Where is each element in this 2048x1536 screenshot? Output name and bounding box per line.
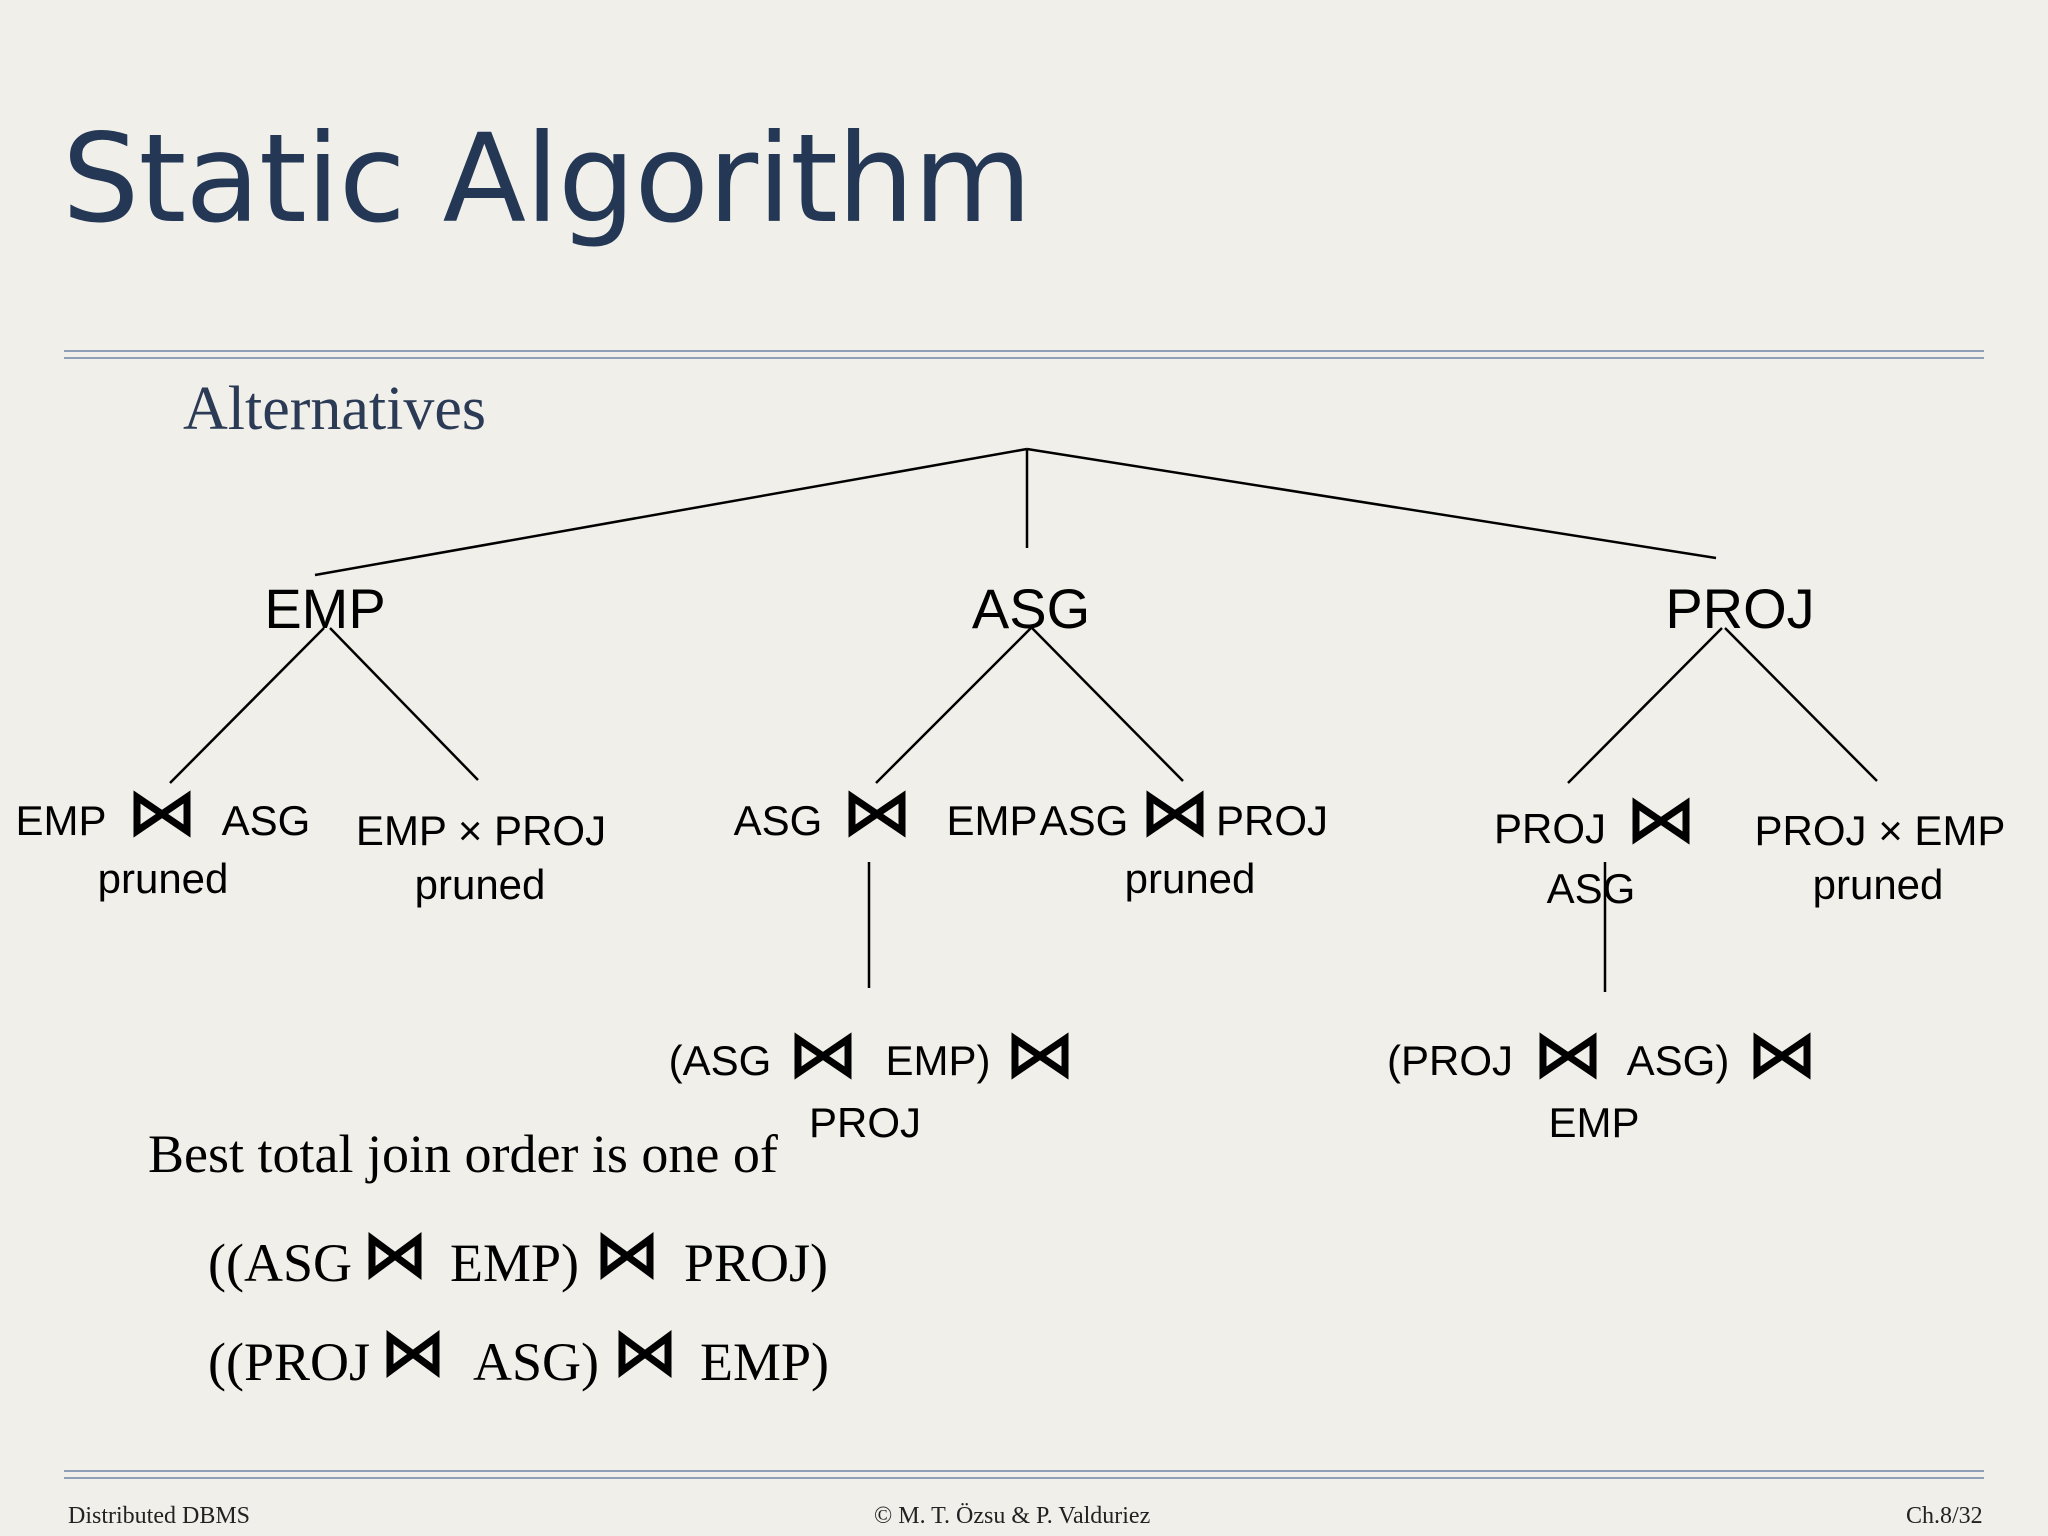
option2-part1: ((PROJ	[208, 1332, 371, 1392]
bowtie-icon	[1146, 790, 1204, 838]
title-divider	[64, 350, 1984, 352]
conclusion-intro: Best total join order is one of	[148, 1124, 778, 1184]
node-asg-proj-left: ASG	[1039, 797, 1129, 844]
footer-divider-second	[64, 1477, 1984, 1479]
node-asg-emp-proj-part1: (ASG	[668, 1037, 772, 1084]
pruned-note: pruned	[97, 855, 229, 902]
node-asg-proj-right: PROJ	[1215, 797, 1329, 844]
node-asg-emp-right: EMP	[946, 797, 1038, 844]
bowtie-icon	[618, 1330, 672, 1378]
title-divider-second	[64, 357, 1984, 359]
node-asg-emp-left: ASG	[733, 797, 823, 844]
edge-proj-right	[1724, 627, 1878, 782]
pruned-note: pruned	[414, 861, 546, 908]
footer-course: Distributed DBMS	[68, 1503, 251, 1529]
node-proj-asg-emp-part3: EMP	[1548, 1099, 1640, 1146]
bowtie-icon	[386, 1330, 440, 1378]
node-proj-asg-right: ASG	[1546, 865, 1636, 912]
option1-part2: EMP)	[450, 1233, 580, 1293]
node-proj-asg-left: PROJ	[1493, 805, 1607, 852]
footer-copyright: © M. T. Özsu & P. Valduriez	[874, 1503, 1151, 1529]
edge-emp-right	[329, 627, 479, 781]
bowtie-icon	[794, 1032, 852, 1080]
edge-root-emp	[314, 447, 1028, 577]
node-asg: ASG	[971, 577, 1091, 640]
node-proj-x-emp: PROJ × EMP	[1754, 807, 2006, 854]
bowtie-icon	[1632, 797, 1690, 845]
slide-title: Static Algorithm	[62, 108, 1032, 250]
node-emp-asg-right: ASG	[221, 797, 311, 844]
bowtie-icon	[133, 790, 191, 838]
pruned-note: pruned	[1124, 855, 1256, 902]
bowtie-icon	[1539, 1032, 1597, 1080]
node-proj-asg-emp-part1: (PROJ	[1387, 1037, 1513, 1084]
edge-asg-left	[875, 627, 1032, 784]
option2-part3: EMP)	[700, 1332, 830, 1392]
bowtie-icon	[1011, 1032, 1069, 1080]
node-asg-emp-proj-part2: EMP)	[885, 1037, 991, 1084]
bowtie-icon	[600, 1232, 654, 1280]
node-proj-asg-emp-part2: ASG)	[1626, 1037, 1730, 1084]
edge-asg-right	[1031, 627, 1184, 782]
bowtie-icon	[1753, 1032, 1811, 1080]
footer-page-number: Ch.8/32	[1906, 1503, 1983, 1529]
bowtie-icon	[368, 1232, 422, 1280]
slide-subtitle: Alternatives	[183, 375, 487, 443]
node-proj: PROJ	[1665, 577, 1815, 640]
node-emp: EMP	[264, 577, 386, 640]
node-emp-asg-left: EMP	[15, 797, 107, 844]
option2-part2: ASG)	[473, 1332, 600, 1392]
bowtie-icon	[848, 790, 906, 838]
edge-emp-left	[169, 627, 325, 784]
footer-divider	[64, 1470, 1984, 1472]
node-asg-emp-proj-part3: PROJ	[808, 1099, 922, 1146]
option1-part3: PROJ)	[684, 1233, 829, 1293]
pruned-note: pruned	[1812, 861, 1944, 908]
edge-proj-left	[1567, 627, 1723, 784]
option1-part1: ((ASG	[208, 1233, 352, 1293]
edge-root-proj	[1026, 447, 1717, 560]
tree-edges	[169, 447, 1878, 992]
node-emp-x-proj: EMP × PROJ	[355, 807, 607, 854]
